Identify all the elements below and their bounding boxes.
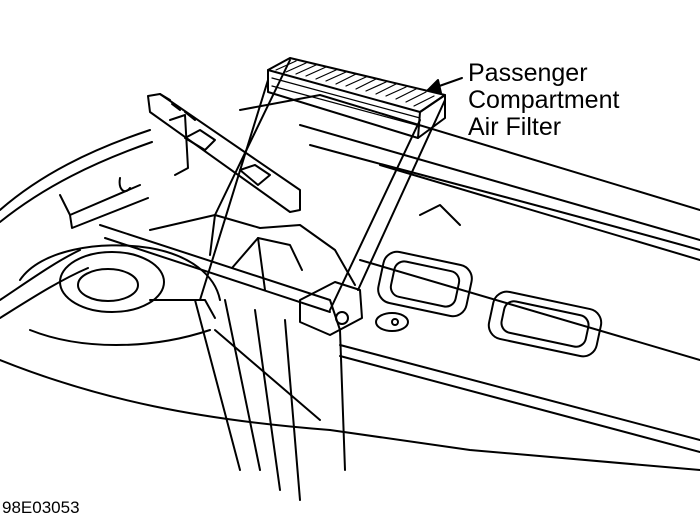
- callout-arrow: [427, 77, 463, 94]
- callout-label-line2: Compartment: [468, 86, 620, 114]
- filter-housing: [99, 214, 363, 501]
- cowl-bracket: [147, 93, 301, 213]
- installation-guide-lines: [199, 59, 446, 311]
- right-cowl-panel: [239, 94, 700, 453]
- round-speaker-opening: [19, 244, 221, 346]
- figure-id: 98E03053: [2, 498, 80, 517]
- callout-label-line3: Air Filter: [468, 113, 562, 141]
- lower-body: [0, 329, 700, 471]
- air-filter-element: [267, 57, 446, 139]
- callout-label-line1: Passenger: [468, 59, 588, 87]
- left-body-panel: [0, 129, 153, 319]
